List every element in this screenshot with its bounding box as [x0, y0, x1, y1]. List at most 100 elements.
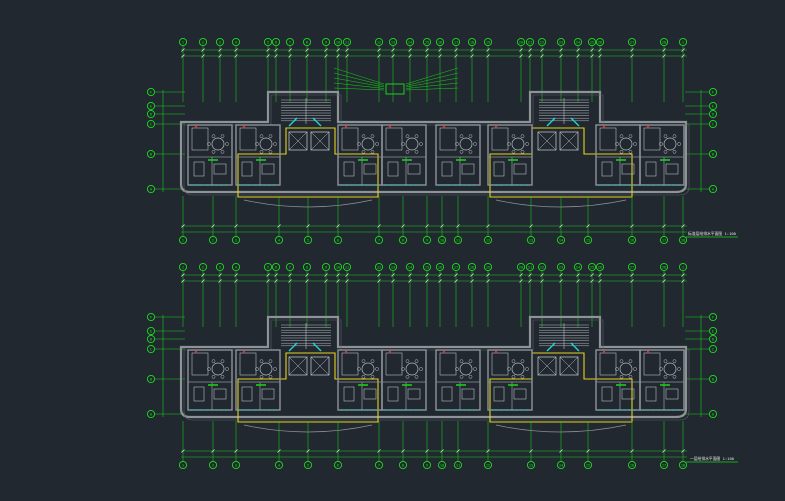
- top-axis-bubble-20: 20: [516, 37, 526, 47]
- side-axis-bubble-right-B-label: B: [712, 377, 714, 381]
- sink: [665, 388, 679, 400]
- dim-tick: [408, 279, 412, 283]
- chair: [370, 359, 375, 364]
- dim-tick: [456, 224, 460, 228]
- top-axis-bubble-9: 9: [321, 262, 331, 272]
- dim-tick: [425, 224, 429, 228]
- dim-tick: [438, 273, 442, 277]
- bottom-axis-bubble-9-label: 9: [426, 238, 428, 242]
- dim-tick: [288, 48, 292, 52]
- top-axis-bubble-29: 1: [678, 37, 688, 47]
- chair: [220, 134, 225, 139]
- top-axis-bubble-13: 13: [388, 262, 398, 272]
- top-axis-bubble-4-label: 4: [235, 265, 237, 269]
- dim-tick: [630, 279, 634, 283]
- top-axis-bubble-23: 23: [556, 262, 566, 272]
- dim-tick: [559, 48, 563, 52]
- bottom-axis-bubble-16: 16: [627, 460, 637, 470]
- bottom-axis-bubble-6: 6: [333, 235, 343, 245]
- chair: [468, 374, 473, 379]
- dim-tick: [630, 273, 634, 277]
- side-axis-bubble-right-A: A: [708, 409, 718, 419]
- bed-or-tub: [601, 386, 613, 402]
- chair: [207, 367, 211, 371]
- top-axis-bubble-27-label: 27: [630, 265, 634, 269]
- chair: [468, 149, 473, 154]
- dim-tick: [181, 224, 185, 228]
- top-axis-bubble-7: 7: [285, 37, 295, 47]
- top-axis-bubble-3-label: 3: [219, 265, 221, 269]
- bed-or-tub: [601, 161, 613, 177]
- side-axis-bubble-left-A: A: [146, 409, 156, 419]
- top-axis-bubble-6: 6: [271, 262, 281, 272]
- bottom-axis-bubble-14-label: 14: [559, 463, 563, 467]
- bathroom: [239, 352, 257, 376]
- bed-or-tub: [241, 161, 253, 177]
- chair: [259, 149, 264, 154]
- side-axis-bubble-right-E: E: [708, 101, 718, 111]
- dim-tick: [305, 273, 309, 277]
- bathroom: [385, 127, 403, 151]
- round-table: [663, 137, 677, 151]
- chair: [375, 142, 379, 146]
- round-table: [663, 362, 677, 376]
- top-axis-bubble-8-label: 8: [306, 40, 308, 44]
- round-table: [459, 362, 473, 376]
- dim-tick: [576, 48, 580, 52]
- bottom-axis-bubble-13: 13: [526, 460, 536, 470]
- pipe-riser: [288, 342, 298, 352]
- red-marker: [242, 125, 246, 129]
- pipe-riser: [570, 342, 580, 352]
- top-axis-bubble-7-label: 7: [289, 265, 291, 269]
- bottom-axis-bubble-4-label: 4: [278, 238, 280, 242]
- dim-tick: [540, 54, 544, 58]
- bathroom: [491, 352, 509, 376]
- unit-6: [487, 349, 533, 411]
- chair: [220, 149, 225, 154]
- side-axis-bubble-left-B-label: B: [150, 377, 152, 381]
- bottom-axis-bubble-8: 8: [398, 460, 408, 470]
- top-axis-bubble-5-label: 5: [267, 265, 269, 269]
- side-axis-bubble-right-D-label: D: [712, 112, 714, 116]
- bed-or-tub: [645, 386, 657, 402]
- dim-tick: [274, 54, 278, 58]
- bottom-axis-bubble-9-label: 9: [426, 463, 428, 467]
- bottom-axis-bubble-15-label: 15: [586, 463, 590, 467]
- red-marker: [646, 350, 650, 354]
- elevator-x: [288, 356, 308, 376]
- chair: [357, 367, 361, 371]
- top-axis-bubble-8: 8: [302, 262, 312, 272]
- yellow-zone-right: [489, 352, 633, 423]
- top-axis-bubble-12-label: 12: [377, 265, 381, 269]
- dim-tick: [559, 279, 563, 283]
- unit-1: [187, 124, 233, 186]
- side-axis-bubble-left-E: E: [146, 326, 156, 336]
- plan-title: 一层给排水平面图 1:100: [686, 456, 738, 463]
- round-table: [211, 137, 225, 151]
- dim-tick: [234, 449, 238, 453]
- elevator-x: [559, 356, 579, 376]
- top-axis-bubble-11-label: 11: [345, 265, 349, 269]
- top-axis-bubble-3: 3: [215, 37, 225, 47]
- round-table: [511, 137, 525, 151]
- dim-tick: [486, 279, 490, 283]
- dim-tick: [391, 273, 395, 277]
- bottom-axis-bubble-13-label: 13: [529, 463, 533, 467]
- dim-tick: [218, 279, 222, 283]
- dim-tick: [486, 449, 490, 453]
- top-axis-bubble-13-label: 13: [391, 265, 395, 269]
- bottom-axis-bubble-9: 9: [422, 460, 432, 470]
- chair: [511, 359, 516, 364]
- unit-6: [487, 124, 533, 186]
- top-axis-bubble-3-label: 3: [219, 40, 221, 44]
- dim-tick: [681, 273, 685, 277]
- dim-tick: [305, 279, 309, 283]
- round-table: [405, 137, 419, 151]
- pipe-riser: [546, 117, 556, 127]
- side-axis-bubble-right-B: B: [708, 374, 718, 384]
- dim-tick: [336, 273, 340, 277]
- dim-tick: [662, 449, 666, 453]
- yellow-zone-left: [237, 127, 379, 198]
- dim-tick: [181, 279, 185, 283]
- bottom-axis-bubble-13-label: 13: [529, 238, 533, 242]
